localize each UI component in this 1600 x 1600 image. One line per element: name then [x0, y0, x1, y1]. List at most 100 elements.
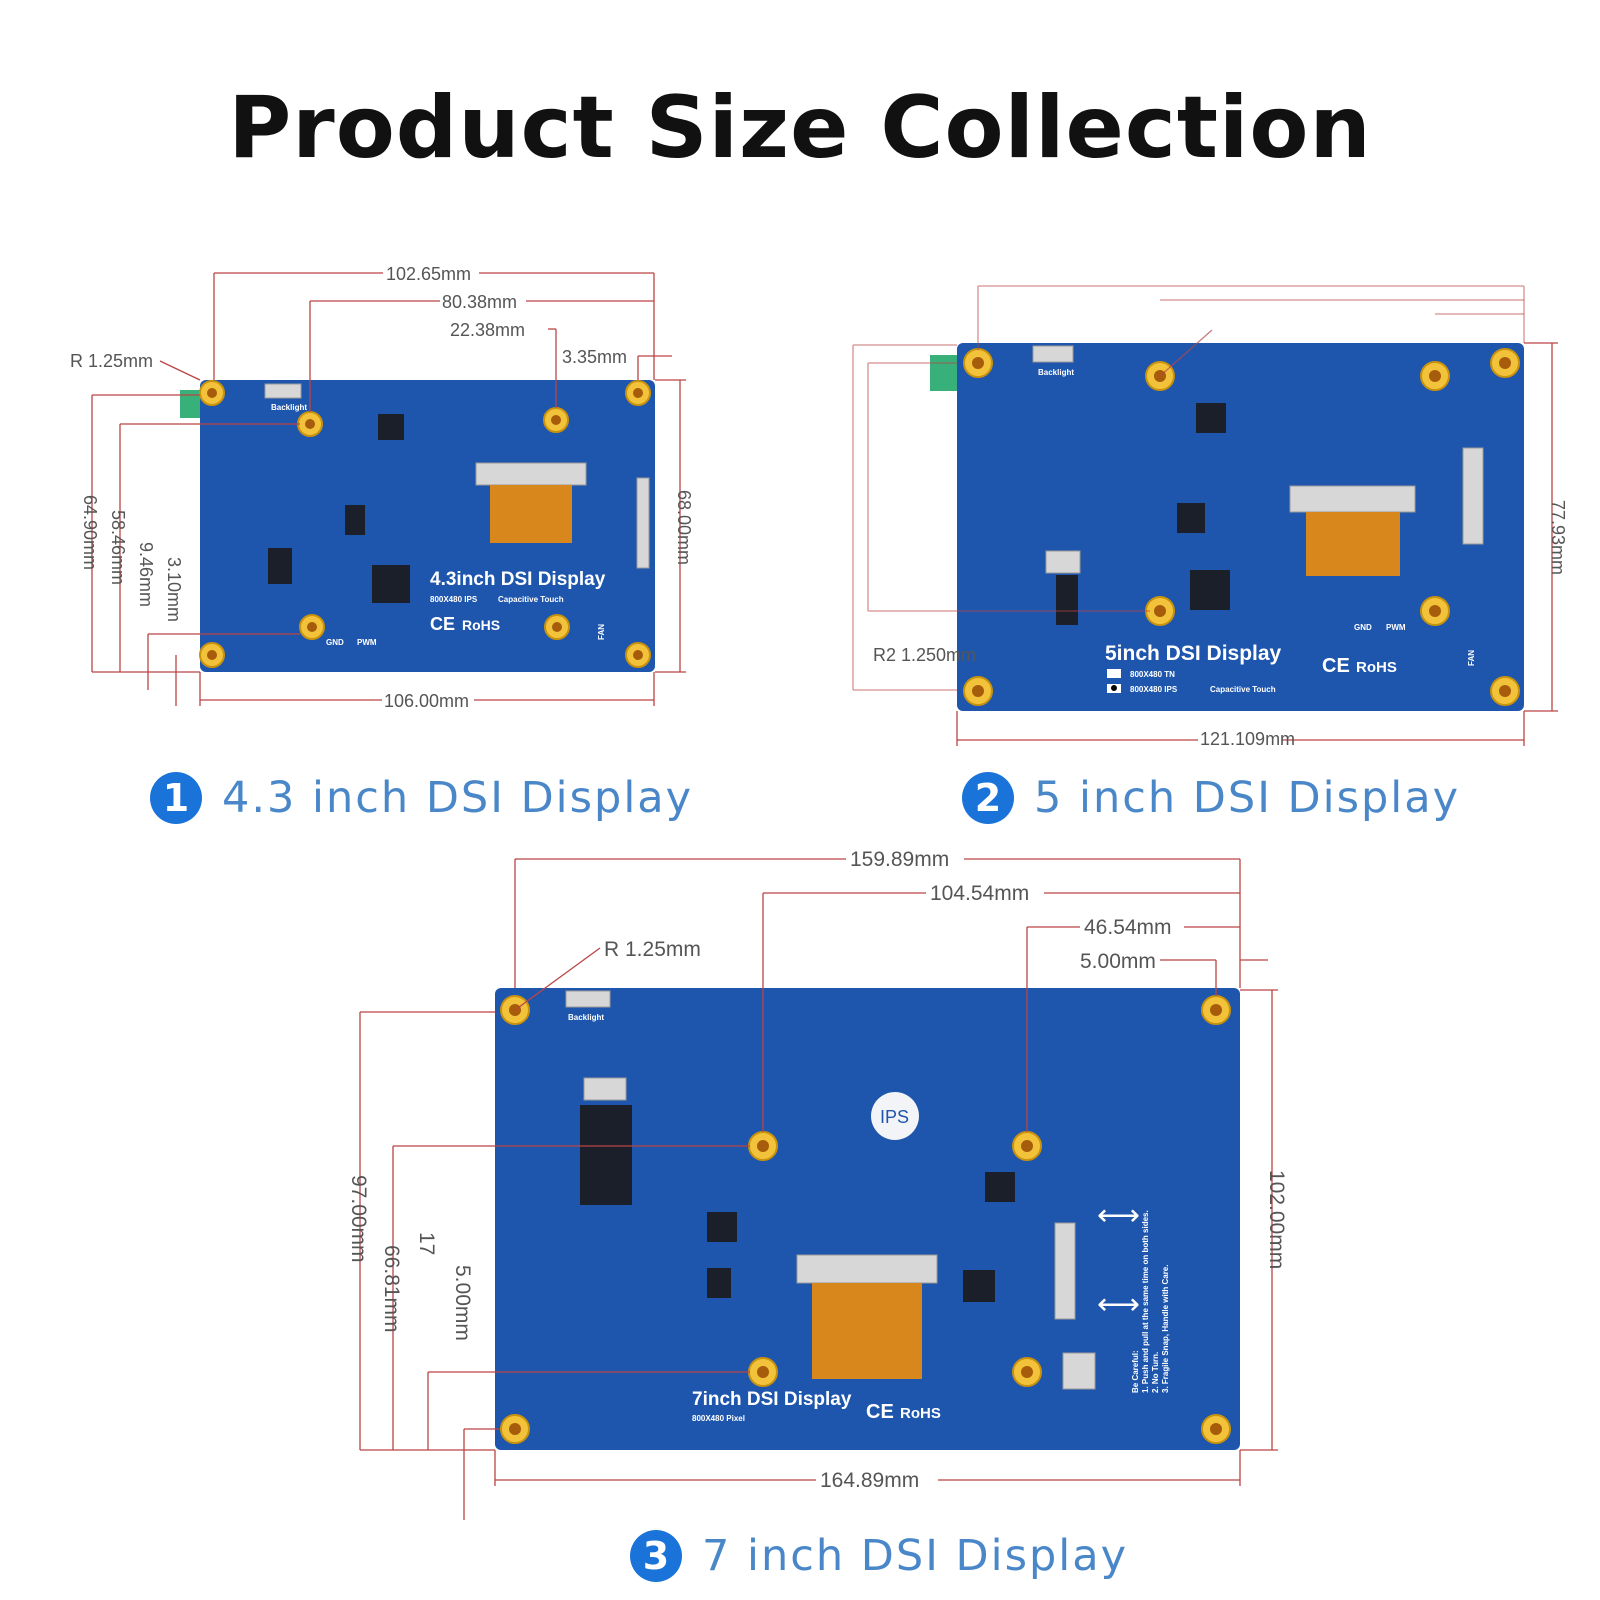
mounting-hole — [500, 1414, 530, 1444]
dsi-connector — [1289, 485, 1416, 513]
number-badge: 2 — [962, 772, 1014, 824]
dim-radius: R 1.25mm — [70, 351, 153, 371]
caption-text: 5 inch DSI Display — [1034, 773, 1461, 823]
dim-bottom-width: 121.109mm — [1200, 729, 1295, 749]
mounting-hole — [748, 1131, 778, 1161]
inductor — [345, 505, 365, 535]
dim-height-3-10: 3.10mm — [164, 557, 184, 622]
ic-chip — [1056, 575, 1078, 625]
inductor — [1177, 503, 1205, 533]
ce-mark: CE — [1322, 655, 1350, 677]
ips-badge: IPS — [880, 1107, 909, 1127]
caption-text: 7 inch DSI Display — [702, 1531, 1129, 1581]
board-spec: 800X480 IPS — [430, 595, 478, 604]
caption-text: 4.3 inch DSI Display — [222, 773, 694, 823]
side-connector — [1054, 1222, 1076, 1320]
gnd-label: GND — [1354, 623, 1372, 632]
mounting-hole — [297, 411, 323, 437]
mounting-hole — [544, 614, 570, 640]
board-7-inch: Backlight IPS ⟷ ⟷ Be Careful: 1. Push an… — [495, 988, 1240, 1450]
dsi-connector — [475, 462, 587, 486]
mounting-hole — [1420, 361, 1450, 391]
backlight-switch — [565, 990, 611, 1008]
mounting-hole — [199, 642, 225, 668]
dsi-connector — [796, 1254, 938, 1284]
caption-7-inch: 3 7 inch DSI Display — [630, 1530, 1128, 1582]
fpc-ribbon — [490, 485, 572, 543]
board-spec-tn: 800X480 TN — [1130, 670, 1175, 679]
dim-height-66-81: 66.81mm — [380, 1245, 403, 1333]
inductor — [707, 1268, 731, 1298]
caption-5-inch: 2 5 inch DSI Display — [962, 772, 1460, 824]
dim-width-3-35: 3.35mm — [562, 347, 627, 367]
ic-chip — [372, 565, 410, 603]
dim-height-58-46: 58.46mm — [108, 510, 128, 585]
ce-mark: CE — [430, 614, 455, 634]
mounting-hole — [748, 1357, 778, 1387]
page-title: Product Size Collection — [228, 78, 1372, 178]
board-touch: Capacitive Touch — [1210, 685, 1276, 694]
dim-width-104-54: 104.54mm — [930, 882, 1029, 905]
mounting-hole — [963, 348, 993, 378]
caution-line: 1. Push and pull at the same time on bot… — [1141, 1210, 1150, 1393]
ic-chip — [985, 1172, 1015, 1202]
pwm-label: PWM — [357, 638, 377, 647]
caution-line: 2. No Turn. — [1151, 1352, 1160, 1393]
dim-height-97-00: 97.00mm — [347, 1175, 370, 1263]
pwm-label: PWM — [1386, 623, 1406, 632]
caution-notes: Be Careful: 1. Push and pull at the same… — [1131, 1210, 1170, 1393]
ic-chip — [1196, 403, 1226, 433]
board-spec: 800X480 Pixel — [692, 1414, 745, 1423]
backlight-switch — [264, 383, 302, 399]
spec-checkbox — [1107, 669, 1121, 678]
mounting-hole — [1201, 995, 1231, 1025]
dim-bottom-width: 164.89mm — [820, 1469, 919, 1492]
dim-width-5-00: 5.00mm — [1080, 950, 1156, 973]
rohs-mark: RoHS — [462, 617, 500, 633]
double-arrow-icon: ⟷ — [1097, 1288, 1140, 1321]
ips-badge-circle — [871, 1092, 919, 1140]
dim-bottom-width: 106.00mm — [384, 691, 469, 711]
number-badge: 1 — [150, 772, 202, 824]
side-connector — [636, 477, 650, 569]
mounting-hole — [1420, 596, 1450, 626]
fpc-ribbon — [812, 1283, 922, 1379]
side-connector — [1462, 447, 1484, 545]
dim-height-17: 17 — [415, 1232, 438, 1255]
dimensions-7-inch: 159.89mm 104.54mm 46.54mm 5.00mm R 1.25m… — [347, 847, 1288, 1520]
fan-label: FAN — [597, 624, 606, 640]
black-tape — [580, 1105, 632, 1205]
switch — [1045, 550, 1081, 574]
mounting-hole — [625, 380, 651, 406]
ic-chip — [963, 1270, 995, 1302]
backlight-label: Backlight — [271, 403, 307, 412]
double-arrow-icon: ⟷ — [1097, 1199, 1140, 1232]
gnd-label: GND — [326, 638, 344, 647]
rohs-mark: RoHS — [1356, 659, 1397, 676]
mounting-hole — [625, 642, 651, 668]
dim-width-46-54: 46.54mm — [1084, 916, 1172, 939]
caption-4-3-inch: 1 4.3 inch DSI Display — [150, 772, 693, 824]
dim-width-159-89: 159.89mm — [850, 848, 949, 871]
dim-radius: R 1.25mm — [604, 938, 701, 961]
dim-right-height: 68.00mm — [674, 490, 694, 565]
fan-label: FAN — [1467, 650, 1476, 666]
mounting-hole — [1012, 1357, 1042, 1387]
mounting-hole — [299, 614, 325, 640]
board-spec-ips: 800X480 IPS — [1130, 685, 1178, 694]
mounting-hole — [1012, 1131, 1042, 1161]
fpc-tab — [930, 355, 957, 391]
backlight-switch — [1032, 345, 1074, 363]
board-label: 7inch DSI Display — [692, 1389, 852, 1410]
number-badge: 3 — [630, 1530, 682, 1582]
dim-height-64-90: 64.90mm — [80, 495, 100, 570]
mounting-hole — [1145, 596, 1175, 626]
switch — [583, 1077, 627, 1101]
ce-mark: CE — [866, 1401, 894, 1423]
board-5-inch: Backlight 5inch DSI Display 800X480 TN 8… — [930, 343, 1524, 711]
board-label: 5inch DSI Display — [1105, 642, 1282, 665]
power-connector — [1062, 1352, 1096, 1390]
pcb-board — [495, 988, 1240, 1450]
ic-chip — [1190, 570, 1230, 610]
